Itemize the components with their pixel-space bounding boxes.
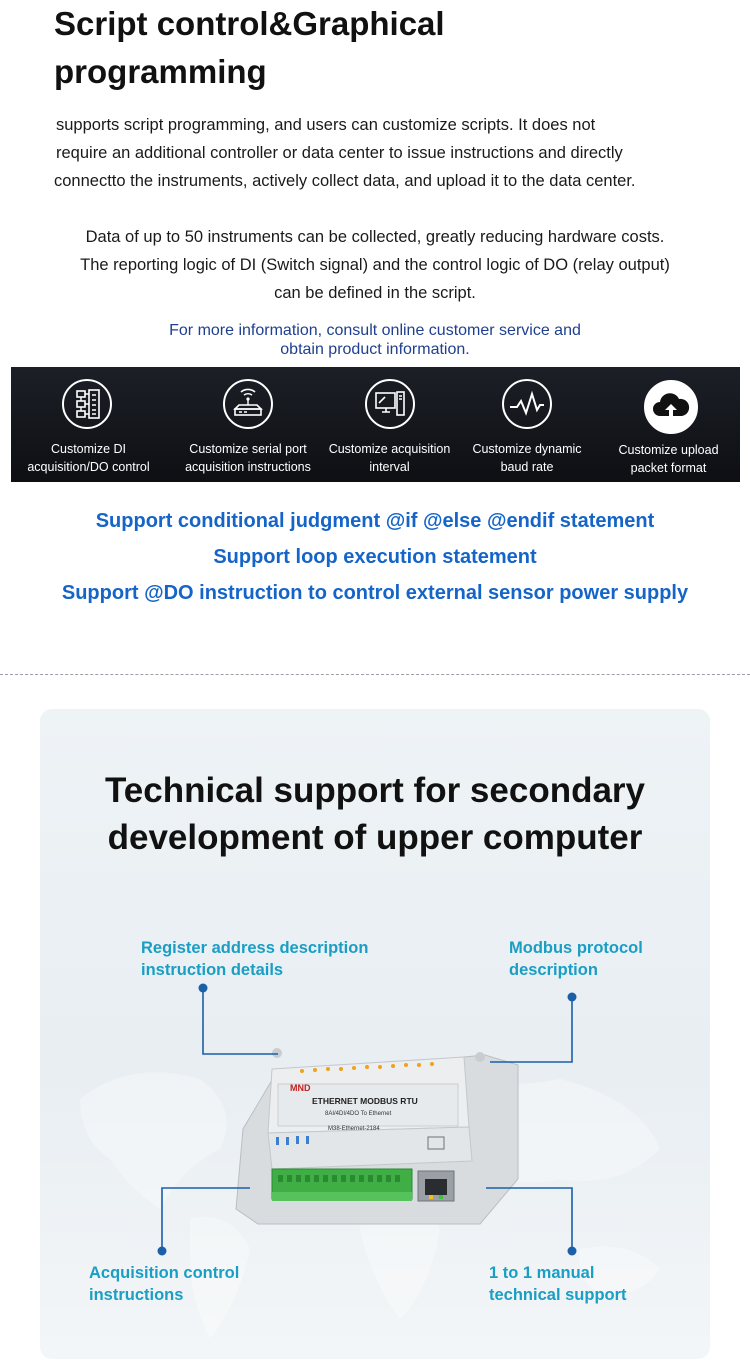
device-brand: MND bbox=[290, 1083, 311, 1093]
device-label1: ETHERNET MODBUS RTU bbox=[312, 1096, 418, 1106]
intro-line: connectto the instruments, actively coll… bbox=[54, 172, 636, 190]
feature-label: Customize serial port acquisition instru… bbox=[173, 440, 323, 476]
cloud-upload-icon bbox=[644, 380, 698, 434]
more-info-line: obtain product information. bbox=[280, 341, 470, 358]
callout-line: instructions bbox=[89, 1286, 184, 1304]
feature-label-line: Customize dynamic bbox=[472, 442, 582, 456]
feature-label-line: baud rate bbox=[500, 460, 554, 474]
intro-line: supports script programming, and users c… bbox=[56, 116, 596, 134]
computer-icon bbox=[365, 379, 415, 429]
feature-label-line: Customize upload bbox=[618, 443, 719, 457]
intro-paragraph: supports script programming, and users c… bbox=[54, 111, 636, 195]
feature-label: Customize upload packet format bbox=[597, 441, 740, 477]
section-title-line2: programming bbox=[54, 53, 267, 90]
capability-line: can be defined in the script. bbox=[274, 284, 476, 302]
section-title: Script control&Graphical programming bbox=[54, 0, 614, 96]
waveform-icon bbox=[502, 379, 552, 429]
feature-label-line: acquisition instructions bbox=[185, 460, 311, 474]
section-divider bbox=[0, 674, 750, 675]
capability-paragraph: Data of up to 50 instruments can be coll… bbox=[0, 223, 750, 307]
feature-label-line: interval bbox=[369, 460, 410, 474]
callout-line: Acquisition control bbox=[89, 1264, 240, 1282]
feature-label-line: Customize acquisition bbox=[328, 442, 451, 456]
callout-line: technical support bbox=[489, 1286, 627, 1304]
device-model: M38-Ethernet-2184 bbox=[328, 1126, 380, 1132]
callout-line: Modbus protocol bbox=[509, 939, 643, 957]
support-statement: Support loop execution statement bbox=[213, 546, 537, 568]
feature-di-do: Customize DI acquisition/DO control bbox=[11, 367, 166, 482]
feature-label: Customize DI acquisition/DO control bbox=[11, 440, 166, 476]
feature-acquisition-interval: Customize acquisition interval bbox=[322, 367, 457, 482]
feature-baud-rate: Customize dynamic baud rate bbox=[457, 367, 597, 482]
device-illustration: MND ETHERNET MODBUS RTU 8AI/4DI/4DO To E… bbox=[157, 983, 577, 1256]
callout-modbus-protocol: Modbus protocol description bbox=[509, 937, 643, 981]
more-info-note: For more information, consult online cus… bbox=[0, 321, 750, 359]
tech-title: Technical support for secondary developm… bbox=[40, 767, 710, 861]
intro-line: require an additional controller or data… bbox=[56, 144, 623, 162]
support-statement: Support conditional judgment @if @else @… bbox=[95, 510, 655, 532]
capability-line: Data of up to 50 instruments can be coll… bbox=[85, 228, 665, 246]
tech-title-line: Technical support for secondary bbox=[104, 771, 646, 810]
feature-upload-format: Customize upload packet format bbox=[597, 367, 740, 482]
feature-label: Customize acquisition interval bbox=[322, 440, 457, 476]
di-do-module-icon bbox=[62, 379, 112, 429]
feature-label: Customize dynamic baud rate bbox=[457, 440, 597, 476]
device-label2: 8AI/4DI/4DO To Ethernet bbox=[325, 1111, 392, 1117]
feature-icon-bar: Customize DI acquisition/DO control Cust… bbox=[11, 367, 740, 482]
section-title-line1: Script control&Graphical bbox=[54, 5, 445, 42]
feature-label-line: packet format bbox=[630, 461, 707, 475]
callout-line: Register address description bbox=[141, 939, 369, 957]
tech-support-panel: Technical support for secondary developm… bbox=[40, 709, 710, 1359]
support-statement: Support @DO instruction to control exter… bbox=[61, 582, 689, 604]
feature-serial-port: Customize serial port acquisition instru… bbox=[173, 367, 323, 482]
feature-label-line: Customize serial port bbox=[189, 442, 307, 456]
callout-line: description bbox=[509, 961, 598, 979]
feature-label-line: acquisition/DO control bbox=[27, 460, 150, 474]
feature-label-line: Customize DI bbox=[50, 442, 127, 456]
capability-line: The reporting logic of DI (Switch signal… bbox=[80, 256, 670, 274]
more-info-line: For more information, consult online cus… bbox=[169, 322, 581, 339]
tech-title-line: development of upper computer bbox=[107, 818, 643, 857]
callout-manual-support: 1 to 1 manual technical support bbox=[489, 1262, 627, 1306]
callout-register-address: Register address description instruction… bbox=[141, 937, 368, 981]
router-icon bbox=[223, 379, 273, 429]
callout-acquisition-control: Acquisition control instructions bbox=[89, 1262, 239, 1306]
callout-line: 1 to 1 manual bbox=[489, 1264, 595, 1282]
callout-line: instruction details bbox=[141, 961, 284, 979]
